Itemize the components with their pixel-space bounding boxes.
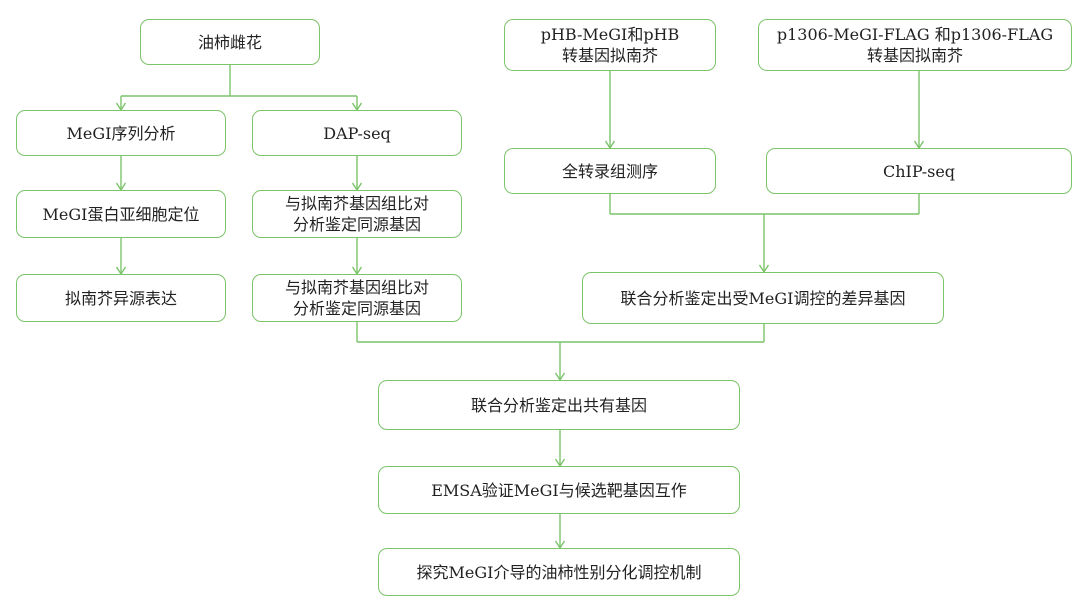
node-homolog-alignment-2: 与拟南芥基因组比对 分析鉴定同源基因 xyxy=(252,274,462,322)
node-homolog-alignment-2-line-1: 与拟南芥基因组比对 xyxy=(284,278,429,297)
node-p1306-transgenic: p1306-MeGI-FLAG 和p1306-FLAG 转基因拟南芥 xyxy=(758,19,1072,71)
node-phb-transgenic-line-1: pHB-MeGI和pHB xyxy=(540,25,680,44)
node-emsa-label: EMSA验证MeGI与候选靶基因互作 xyxy=(431,480,687,500)
node-megi-localization: MeGI蛋白亚细胞定位 xyxy=(16,190,226,238)
node-megi-sequence-label: MeGI序列分析 xyxy=(66,123,176,143)
node-chip-seq: ChIP-seq xyxy=(766,148,1072,194)
node-persimmon-flower: 油柿雌花 xyxy=(140,19,320,65)
node-chip-seq-label: ChIP-seq xyxy=(882,161,956,181)
node-dap-seq: DAP-seq xyxy=(252,110,462,156)
node-p1306-transgenic-line-1: p1306-MeGI-FLAG 和p1306-FLAG xyxy=(776,25,1054,44)
node-homolog-alignment-1: 与拟南芥基因组比对 分析鉴定同源基因 xyxy=(252,190,462,238)
node-p1306-transgenic-line-2: 转基因拟南芥 xyxy=(866,46,963,65)
node-transcriptome-label: 全转录组测序 xyxy=(561,161,658,181)
node-megi-localization-label: MeGI蛋白亚细胞定位 xyxy=(42,204,200,224)
node-arabidopsis-expression: 拟南芥异源表达 xyxy=(16,274,226,322)
node-dap-seq-label: DAP-seq xyxy=(323,123,391,143)
node-phb-transgenic: pHB-MeGI和pHB 转基因拟南芥 xyxy=(504,19,716,71)
node-arabidopsis-expression-label: 拟南芥异源表达 xyxy=(64,288,177,308)
node-diff-genes-label: 联合分析鉴定出受MeGI调控的差异基因 xyxy=(620,288,906,308)
node-mechanism-label: 探究MeGI介导的油柿性别分化调控机制 xyxy=(416,562,702,582)
node-diff-genes: 联合分析鉴定出受MeGI调控的差异基因 xyxy=(582,272,944,324)
node-phb-transgenic-line-2: 转基因拟南芥 xyxy=(561,46,658,65)
node-mechanism: 探究MeGI介导的油柿性别分化调控机制 xyxy=(378,548,740,596)
node-homolog-alignment-1-line-2: 分析鉴定同源基因 xyxy=(292,215,421,234)
node-transcriptome: 全转录组测序 xyxy=(504,148,716,194)
node-common-genes: 联合分析鉴定出共有基因 xyxy=(378,380,740,430)
node-homolog-alignment-1-line-1: 与拟南芥基因组比对 xyxy=(284,194,429,213)
node-homolog-alignment-2-line-2: 分析鉴定同源基因 xyxy=(292,299,421,318)
node-emsa: EMSA验证MeGI与候选靶基因互作 xyxy=(378,466,740,514)
node-persimmon-flower-label: 油柿雌花 xyxy=(197,32,262,52)
node-common-genes-label: 联合分析鉴定出共有基因 xyxy=(470,395,647,415)
node-megi-sequence: MeGI序列分析 xyxy=(16,110,226,156)
